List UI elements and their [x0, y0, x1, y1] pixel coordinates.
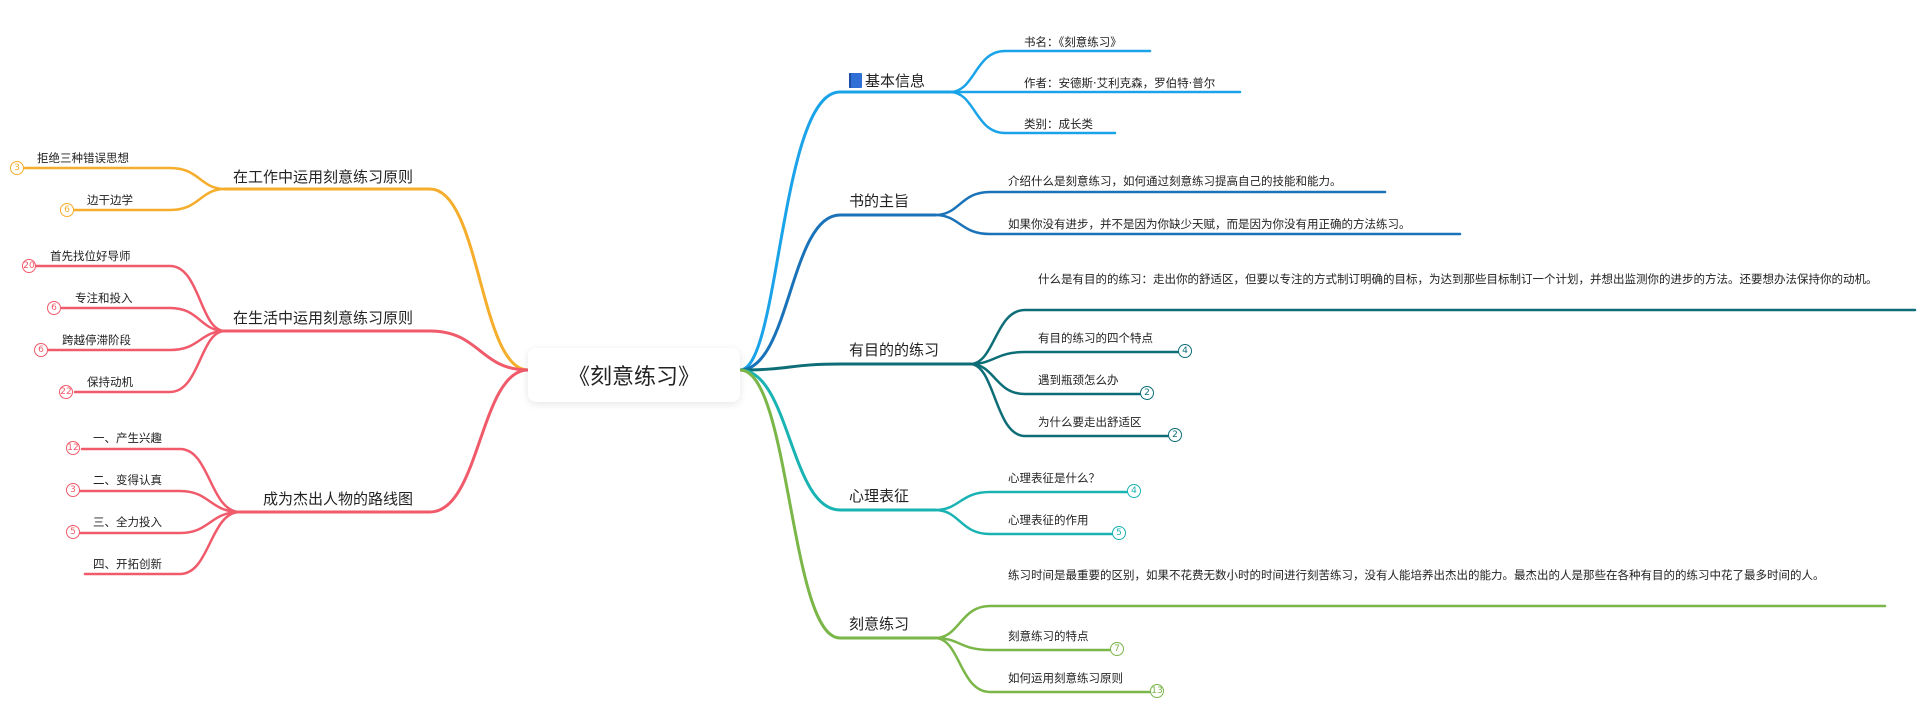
subtopic-four-features[interactable]: 有目的练习的四个特点: [1038, 331, 1153, 345]
subtopic-learn-by-doing[interactable]: 边干边学: [87, 193, 133, 207]
subtopic-practice-time[interactable]: 练习时间是最重要的区别，如果不花费无数小时的时间进行刻苦练习，没有人能培养出杰出…: [1008, 568, 1825, 582]
subtopic-role-of-mental-representation[interactable]: 心理表征的作用: [1008, 513, 1089, 527]
count-badge[interactable]: 3: [10, 161, 24, 175]
topic-basic-info-label: 基本信息: [865, 72, 926, 90]
count-badge[interactable]: 12: [66, 441, 80, 455]
subtopic-main-idea-1[interactable]: 介绍什么是刻意练习，如何通过刻意练习提高自己的技能和能力。: [1008, 174, 1342, 188]
link-deliberate: [738, 368, 937, 640]
subtopic-keep-motivation[interactable]: 保持动机: [87, 375, 133, 389]
subtopic-focus-commitment[interactable]: 专注和投入: [75, 291, 133, 305]
subtopic-apply-deliberate[interactable]: 如何运用刻意练习原则: [1008, 671, 1123, 685]
count-badge[interactable]: 6: [34, 343, 48, 357]
count-badge[interactable]: 5: [1112, 526, 1126, 540]
count-badge[interactable]: 4: [1127, 484, 1141, 498]
count-badge[interactable]: 2: [1168, 428, 1182, 442]
count-badge[interactable]: 22: [59, 385, 73, 399]
subtopic-what-is-mental-representation[interactable]: 心理表征是什么？: [1008, 471, 1100, 485]
subtopic-leave-comfort-zone[interactable]: 为什么要走出舒适区: [1038, 415, 1142, 429]
link-purpose: [738, 213, 937, 372]
count-badge[interactable]: 20: [22, 259, 36, 273]
subtopic-deliberate-features[interactable]: 刻意练习的特点: [1008, 629, 1089, 643]
link-work: [223, 187, 530, 372]
topic-apply-at-work[interactable]: 在工作中运用刻意练习原则: [233, 168, 414, 186]
topic-mental-representation[interactable]: 心理表征: [849, 487, 910, 505]
count-badge[interactable]: 6: [47, 301, 61, 315]
link-mental: [738, 368, 937, 512]
subtopic-bottleneck[interactable]: 遇到瓶颈怎么办: [1038, 373, 1119, 387]
topic-apply-in-life[interactable]: 在生活中运用刻意练习原则: [233, 309, 414, 327]
count-badge[interactable]: 13: [1150, 684, 1164, 698]
subtopic-overcome-plateau[interactable]: 跨越停滞阶段: [62, 333, 131, 347]
topic-roadmap[interactable]: 成为杰出人物的路线图: [263, 490, 414, 508]
link-life: [223, 329, 530, 372]
central-topic[interactable]: 《刻意练习》: [528, 348, 740, 402]
subtopic-find-mentor[interactable]: 首先找位好导师: [50, 249, 131, 263]
subtopic-innovate[interactable]: 四、开拓创新: [93, 557, 162, 571]
count-badge[interactable]: 2: [1140, 386, 1154, 400]
topic-main-idea[interactable]: 书的主旨: [849, 192, 910, 210]
subtopic-author[interactable]: 作者：安德斯·艾利克森，罗伯特·普尔: [1024, 76, 1216, 90]
subtopic-purposeful-definition[interactable]: 什么是有目的的练习：走出你的舒适区，但要以专注的方式制订明确的目标，为达到那些目…: [1038, 272, 1878, 286]
link-purposeful: [738, 362, 972, 372]
link-info: [738, 90, 952, 372]
topic-purposeful-practice[interactable]: 有目的的练习: [849, 341, 940, 359]
subtopic-main-idea-2[interactable]: 如果你没有进步，并不是因为你缺少天赋，而是因为你没有用正确的方法练习。: [1008, 217, 1411, 231]
count-badge[interactable]: 5: [66, 525, 80, 539]
count-badge[interactable]: 4: [1178, 344, 1192, 358]
subtopic-serious[interactable]: 二、变得认真: [93, 473, 162, 487]
link-road: [238, 368, 530, 514]
subtopic-category[interactable]: 类别：成长类: [1024, 117, 1093, 131]
count-badge[interactable]: 3: [66, 483, 80, 497]
subtopic-full-commitment[interactable]: 三、全力投入: [93, 515, 162, 529]
subtopic-book-name[interactable]: 书名：《刻意练习》: [1024, 35, 1122, 49]
topic-deliberate-practice[interactable]: 刻意练习: [849, 615, 910, 633]
book-icon: [849, 73, 862, 88]
topic-basic-info[interactable]: 基本信息: [849, 72, 925, 91]
count-badge[interactable]: 7: [1110, 642, 1124, 656]
subtopic-interest[interactable]: 一、产生兴趣: [93, 431, 162, 445]
subtopic-reject-wrong-ideas[interactable]: 拒绝三种错误思想: [37, 151, 129, 165]
count-badge[interactable]: 6: [60, 203, 74, 217]
central-topic-label: 《刻意练习》: [567, 365, 700, 390]
